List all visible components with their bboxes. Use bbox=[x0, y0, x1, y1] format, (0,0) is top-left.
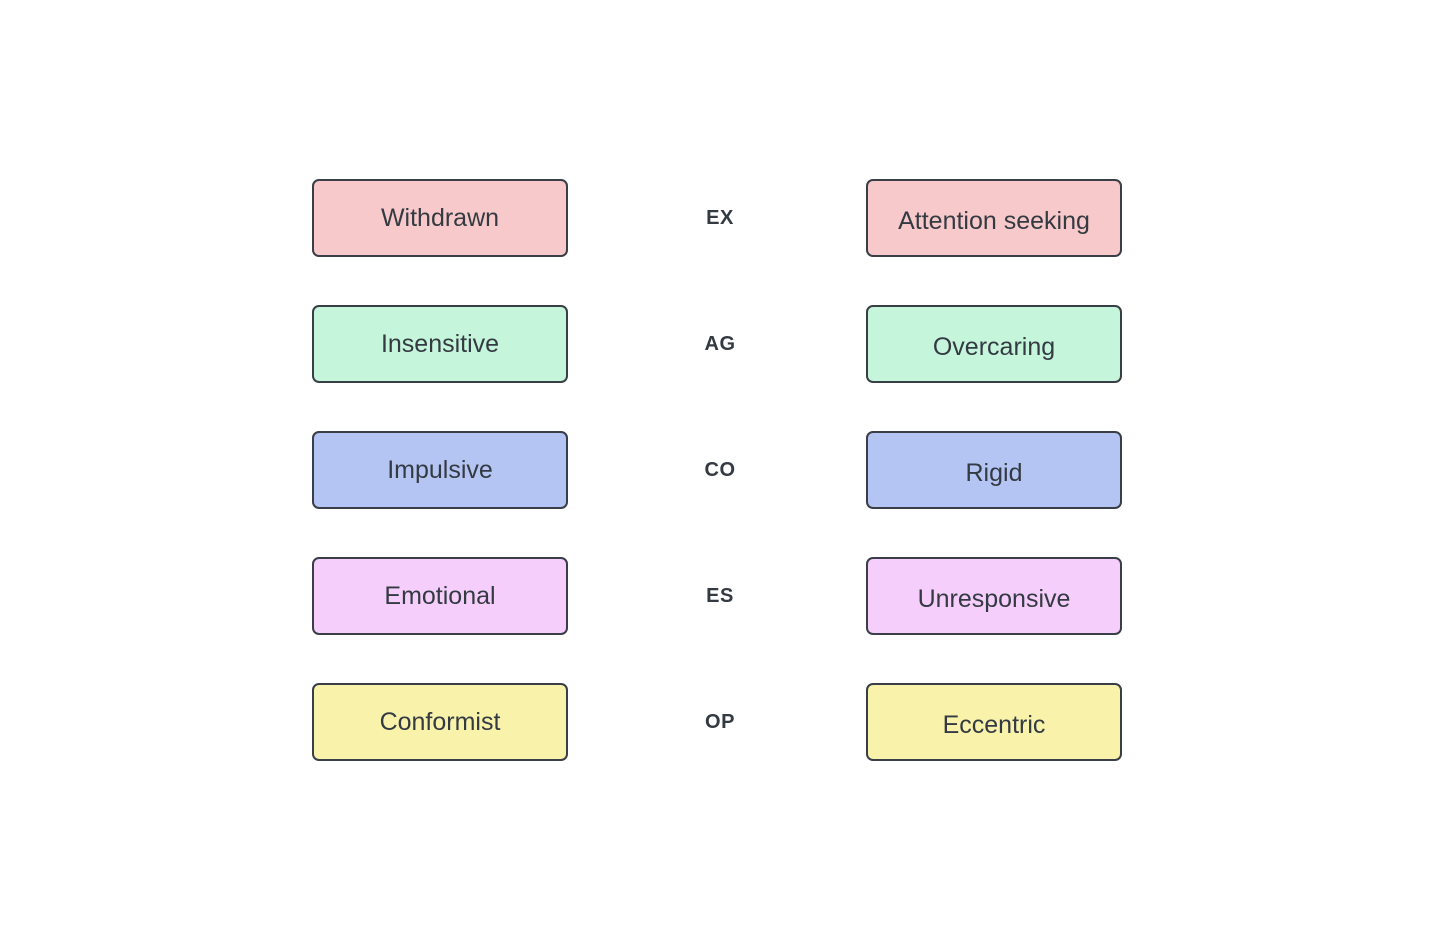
trait-code-co: CO bbox=[704, 458, 736, 481]
trait-row-ag: Insensitive AG Overcaring bbox=[0, 305, 1440, 385]
trait-row-co: Impulsive CO Rigid bbox=[0, 431, 1440, 511]
trait-row-es: Emotional ES Unresponsive bbox=[0, 557, 1440, 637]
high-trait-label: Attention seeking bbox=[898, 206, 1090, 235]
high-trait-label: Rigid bbox=[965, 458, 1023, 487]
low-trait-box-conformist: Conformist bbox=[312, 683, 568, 761]
trait-code-ag: AG bbox=[704, 332, 736, 355]
low-trait-label: Insensitive bbox=[380, 329, 500, 358]
trait-code-es: ES bbox=[706, 584, 734, 607]
low-trait-box-emotional: Emotional bbox=[312, 557, 568, 635]
high-trait-label: Eccentric bbox=[942, 710, 1046, 739]
high-trait-label: Unresponsive bbox=[917, 584, 1071, 613]
high-trait-box-eccentric: Eccentric bbox=[866, 683, 1122, 761]
high-trait-box-unresponsive: Unresponsive bbox=[866, 557, 1122, 635]
low-trait-box-insensitive: Insensitive bbox=[312, 305, 568, 383]
trait-code-ex: EX bbox=[706, 206, 734, 229]
high-trait-box-attention-seeking: Attention seeking bbox=[866, 179, 1122, 257]
low-trait-label: Emotional bbox=[384, 581, 496, 610]
trait-row-ex: Withdrawn EX Attention seeking bbox=[0, 179, 1440, 259]
high-trait-box-rigid: Rigid bbox=[866, 431, 1122, 509]
high-trait-label: Overcaring bbox=[932, 332, 1056, 361]
low-trait-label: Impulsive bbox=[387, 455, 493, 484]
low-trait-box-withdrawn: Withdrawn bbox=[312, 179, 568, 257]
trait-code-op: OP bbox=[705, 710, 735, 733]
low-trait-label: Withdrawn bbox=[380, 203, 500, 232]
low-trait-box-impulsive: Impulsive bbox=[312, 431, 568, 509]
trait-row-op: Conformist OP Eccentric bbox=[0, 683, 1440, 763]
low-trait-label: Conformist bbox=[379, 707, 501, 736]
high-trait-box-overcaring: Overcaring bbox=[866, 305, 1122, 383]
